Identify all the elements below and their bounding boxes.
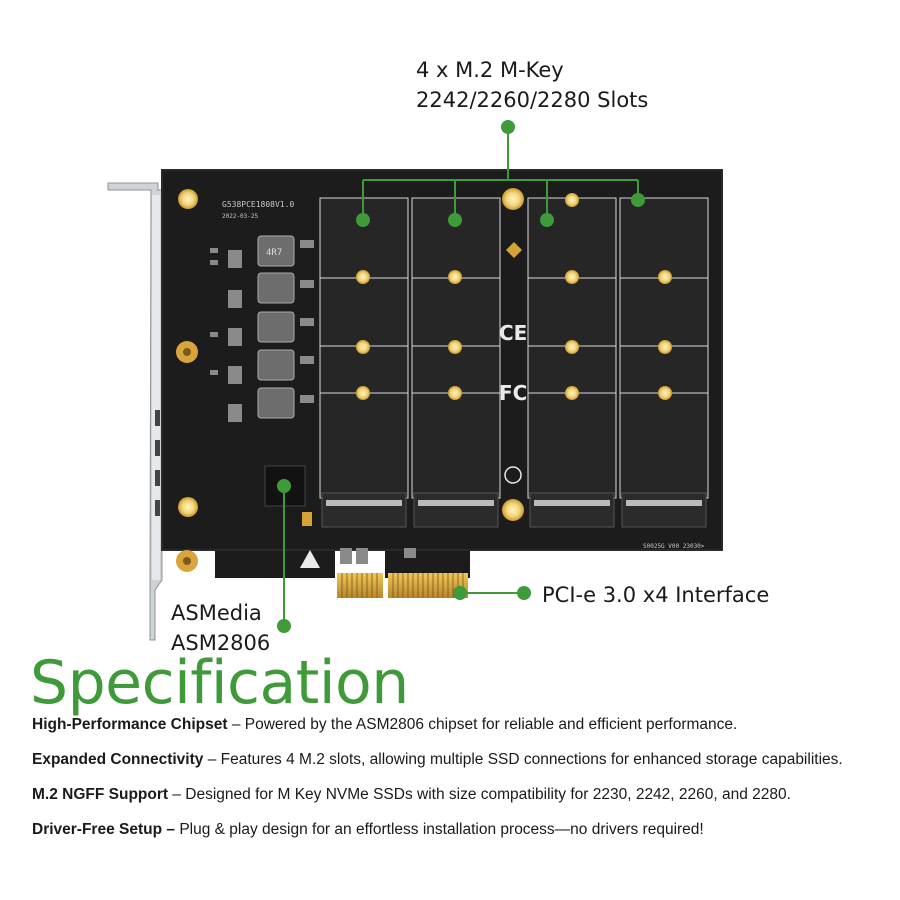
slot-callout-dots bbox=[356, 120, 645, 227]
spec-text: Powered by the ASM2806 chipset for relia… bbox=[244, 716, 738, 733]
spec-item: Expanded Connectivity – Features 4 M.2 s… bbox=[32, 751, 852, 769]
spec-heading: High-Performance Chipset bbox=[32, 716, 228, 733]
smd-components bbox=[210, 240, 416, 564]
spec-item: Driver-Free Setup – Plug & play design f… bbox=[32, 821, 852, 839]
m2-slot-areas bbox=[319, 197, 709, 499]
spec-heading: Expanded Connectivity bbox=[32, 751, 204, 768]
specification-title: Specification bbox=[30, 648, 409, 718]
svg-text:CE: CE bbox=[499, 321, 527, 345]
spec-text: Features 4 M.2 slots, allowing multiple … bbox=[220, 751, 843, 768]
chip-callout-line2: ASM2806 bbox=[171, 631, 271, 655]
spec-text: Plug & play design for an effortless ins… bbox=[179, 821, 704, 838]
inductor-label: 4R7 bbox=[266, 248, 282, 258]
svg-text:FC: FC bbox=[499, 381, 527, 405]
silkscreen-id: G538PCE1808V1.0 bbox=[222, 200, 294, 209]
silkscreen-date: 2022-03-25 bbox=[222, 213, 259, 220]
mounting-bracket bbox=[107, 182, 163, 641]
interface-callout-text: PCI-e 3.0 x4 Interface bbox=[542, 583, 770, 607]
interface-callout: PCI-e 3.0 x4 Interface bbox=[542, 580, 769, 610]
spec-item: M.2 NGFF Support – Designed for M Key NV… bbox=[32, 786, 852, 804]
chip-callout-leader bbox=[277, 479, 291, 633]
standoff-pads bbox=[176, 188, 672, 572]
chip-callout-line1: ASMedia bbox=[171, 601, 262, 625]
certification-marks: CE FC bbox=[300, 242, 527, 568]
spec-item: High-Performance Chipset – Powered by th… bbox=[32, 716, 852, 734]
spec-heading: M.2 NGFF Support bbox=[32, 786, 169, 803]
m2-connectors bbox=[321, 492, 707, 528]
slots-callout-line1: 4 x M.2 M-Key bbox=[416, 58, 564, 82]
slots-callout-line2: 2242/2260/2280 Slots bbox=[416, 88, 649, 112]
slots-callout: 4 x M.2 M-Key 2242/2260/2280 Slots bbox=[416, 55, 648, 115]
spec-text: Designed for M Key NVMe SSDs with size c… bbox=[185, 786, 791, 803]
spec-separator: – bbox=[227, 716, 245, 733]
interface-callout-leader bbox=[453, 586, 531, 600]
specification-list: High-Performance Chipset – Powered by th… bbox=[32, 716, 852, 856]
spec-separator: – bbox=[168, 786, 186, 803]
inductors bbox=[257, 235, 295, 419]
spec-separator: – bbox=[203, 751, 221, 768]
chip-callout: ASMedia ASM2806 bbox=[171, 598, 270, 658]
silkscreen: G538PCE1808V1.0 2022-03-25 4R7 S0025G V0… bbox=[222, 200, 705, 550]
spec-heading: Driver-Free Setup – bbox=[32, 821, 175, 838]
finger-separators bbox=[341, 573, 464, 598]
bottom-code: S0025G V00 23030> bbox=[643, 543, 705, 550]
